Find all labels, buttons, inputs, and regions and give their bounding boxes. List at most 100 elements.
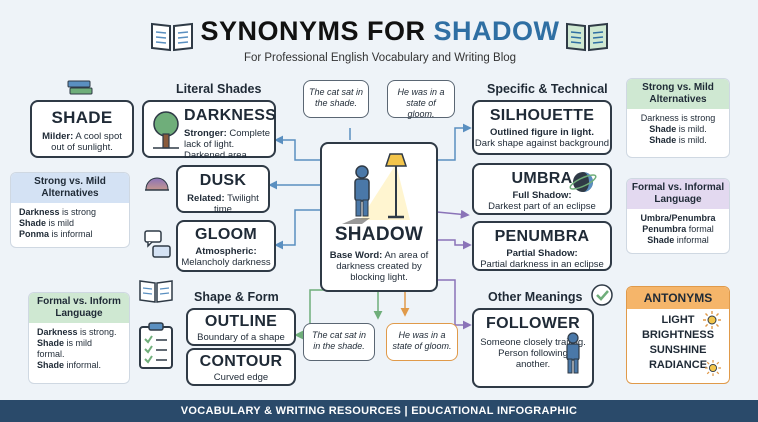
- panel-line-text: is mild.: [676, 124, 707, 134]
- panel-line-text: informal: [674, 235, 709, 245]
- card-silhouette-word: SILHOUETTE: [489, 107, 595, 124]
- card-penumbra-label: Partial Shadow:: [506, 248, 578, 259]
- panel-antonyms: ANTONYMS LIGHT BRIGHTNESS SUNSHINE RADIA…: [626, 286, 730, 384]
- panel-line-bold: Shade: [37, 338, 65, 348]
- page-subtitle: For Professional English Vocabulary and …: [243, 52, 517, 64]
- panel-line-bold: Shade: [37, 360, 65, 370]
- clipboard-checklist-icon: [138, 322, 174, 375]
- center-word: SHADOW: [334, 224, 424, 245]
- example-bubble-bottom-left: The cat sat in in the shade.: [303, 323, 375, 361]
- book-icon-left: [150, 20, 194, 57]
- card-penumbra: PENUMBRA Partial Shadow:Partial darkness…: [472, 221, 612, 271]
- example-bubble-bottom-right: He was in a state of gloom.: [386, 323, 458, 361]
- sun-icon: [703, 311, 721, 334]
- person-icon: [562, 332, 584, 381]
- section-other: Other Meanings: [488, 290, 583, 304]
- sunset-icon: [144, 176, 170, 203]
- panel-line-bold: Shade: [649, 135, 677, 145]
- checkmark-icon: [590, 283, 614, 312]
- panel-line-text: Darkness is strong: [640, 113, 716, 123]
- panel-line-bold: Darkness: [37, 327, 78, 337]
- panel-formal-informal-right-title: Formal vs. Informal Language: [627, 179, 729, 209]
- person-with-lamp-icon: [342, 153, 410, 224]
- page-title: SYNONYMS FOR SHADOW: [200, 16, 560, 47]
- planet-eclipse-icon: [568, 168, 598, 201]
- chat-bubbles-icon: [144, 230, 172, 265]
- panel-line-text: is mild.: [676, 135, 707, 145]
- section-literal: Literal Shades: [176, 82, 262, 96]
- card-shade-text: A cool spot out of sunlight.: [51, 131, 122, 153]
- center-text: An area of darkness created by blocking …: [336, 250, 429, 283]
- card-dusk: DUSK Related: Twilight time: [176, 165, 270, 215]
- card-follower-word: FOLLOWER: [486, 315, 580, 332]
- panel-line-text: formal: [686, 224, 714, 234]
- panel-line-text: informal.: [64, 360, 102, 370]
- panel-formal-informal-left: Formal vs. Inform Language Darkness is s…: [28, 292, 130, 384]
- card-follower-text: Someone closely trailing. Person followi…: [480, 337, 586, 370]
- card-dusk-label: Related:: [187, 193, 225, 204]
- title-accent: SHADOW: [433, 16, 560, 46]
- card-umbra-label: Full Shadow:: [512, 190, 572, 201]
- connector-darkness: [274, 135, 320, 161]
- panel-antonyms-title: ANTONYMS: [627, 287, 729, 309]
- panel-line-bold: Shade: [19, 218, 47, 228]
- panel-line-text: is mild formal.: [37, 338, 93, 359]
- card-outline: OUTLINE Boundary of a shape: [186, 308, 296, 346]
- card-darkness-text: Complete lack of light. Darkened area: [184, 128, 271, 161]
- card-penumbra-text: Partial darkness in an eclipse: [480, 259, 604, 270]
- books-stack-icon: [67, 80, 93, 101]
- card-darkness-word: DARKNESS: [184, 107, 277, 124]
- card-silhouette: SILHOUETTE Outlined figure in light.Dark…: [472, 100, 612, 155]
- panel-line-bold: Umbra/Penumbra: [640, 213, 716, 223]
- center-card-shadow: SHADOW Base Word: An area of darkness cr…: [320, 142, 438, 292]
- card-umbra-word: UMBRA: [511, 170, 573, 187]
- card-contour: CONTOUR Curved edge: [186, 348, 296, 386]
- antonym-word: RADIANCE: [648, 359, 708, 371]
- connector-silhouette: [437, 123, 472, 161]
- connector-umbra: [436, 209, 470, 219]
- example-bubble-top-right: He was in a state of gloom.: [387, 80, 455, 119]
- center-definition: Base Word: An area of darkness created b…: [326, 250, 432, 283]
- panel-strong-mild-right: Strong vs. Mild Alternatives Darkness is…: [626, 78, 730, 158]
- antonym-word: LIGHT: [661, 314, 695, 326]
- card-gloom-word: GLOOM: [195, 226, 257, 243]
- card-gloom-text: Melancholy darkness: [181, 257, 271, 268]
- footer-bar: VOCABULARY & WRITING RESOURCES | EDUCATI…: [0, 400, 758, 422]
- card-contour-text: Curved edge: [213, 372, 269, 383]
- book-icon-right: [565, 20, 609, 57]
- panel-formal-informal-left-body: Darkness is strong. Shade is mild formal…: [29, 323, 129, 375]
- tree-icon: [153, 111, 179, 149]
- panel-formal-informal-right: Formal vs. Informal Language Umbra/Penum…: [626, 178, 730, 254]
- card-dusk-text: Twilight time: [214, 193, 259, 215]
- panel-line-text: is strong: [59, 207, 97, 217]
- panel-formal-informal-left-title: Formal vs. Inform Language: [29, 293, 129, 323]
- card-contour-word: CONTOUR: [199, 353, 283, 370]
- open-book-icon: [138, 278, 174, 309]
- title-main: SYNONYMS FOR: [200, 16, 426, 46]
- panel-line-bold: Shade: [647, 235, 675, 245]
- panel-strong-mild-left-body: Darkness is strong Shade is mild Ponma i…: [11, 203, 129, 244]
- card-gloom: GLOOM Atmospheric:Melancholy darkness: [176, 220, 276, 272]
- card-darkness: DARKNESS Stronger: Complete lack of ligh…: [142, 100, 277, 161]
- antonym-word: SUNSHINE: [649, 344, 707, 356]
- section-specific: Specific & Technical: [487, 82, 608, 96]
- panel-line-bold: Penumbra: [642, 224, 687, 234]
- sun-icon: [705, 360, 721, 381]
- card-silhouette-label: Outlined figure in light.: [490, 127, 594, 138]
- section-shape: Shape & Form: [194, 290, 279, 304]
- panel-line-bold: Ponma: [19, 229, 50, 239]
- card-umbra: UMBRA Full Shadow:Darkest part of an ecl…: [472, 163, 612, 215]
- card-darkness-label: Stronger:: [184, 128, 227, 139]
- panel-line-text: is mild: [46, 218, 75, 228]
- panel-strong-mild-left-title: Strong vs. Mild Alternatives: [11, 173, 129, 203]
- card-gloom-label: Atmospheric:: [195, 246, 257, 257]
- panel-strong-mild-right-title: Strong vs. Mild Alternatives: [627, 79, 729, 109]
- card-shade-word: SHADE: [51, 108, 113, 127]
- connector-follower: [437, 279, 472, 330]
- panel-strong-mild-right-body: Darkness is strong Shade is mild. Shade …: [627, 109, 729, 150]
- card-umbra-text: Darkest part of an eclipse: [488, 201, 596, 212]
- panel-line-bold: Darkness: [19, 207, 60, 217]
- card-outline-word: OUTLINE: [204, 313, 278, 330]
- panel-line-bold: Shade: [649, 124, 677, 134]
- card-outline-text: Boundary of a shape: [197, 332, 285, 343]
